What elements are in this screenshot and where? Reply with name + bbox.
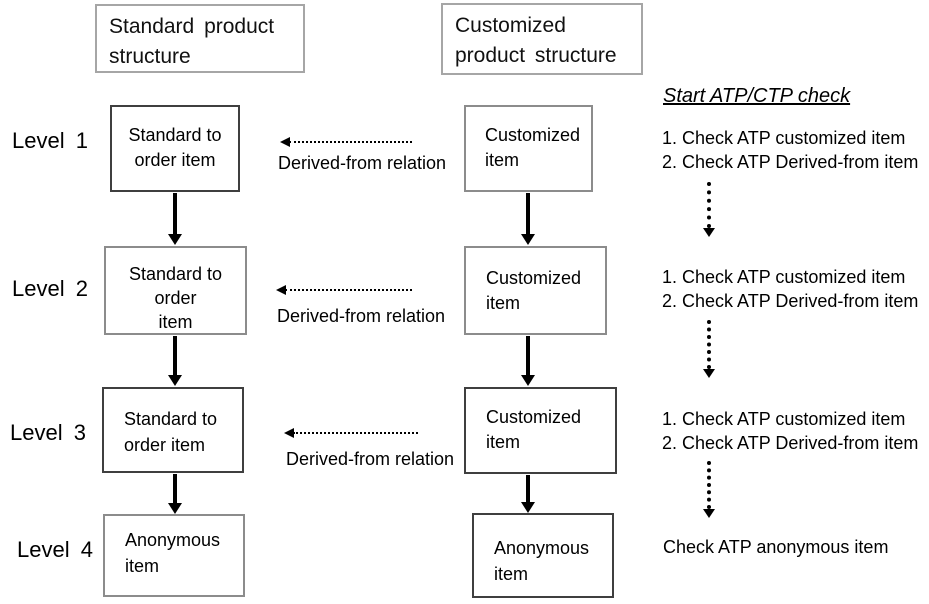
customized-column-down-arrow-3 — [521, 475, 535, 513]
customized-item-box-level-2: Customized item — [464, 246, 607, 335]
standard-structure-header-box: Standard product structure — [95, 4, 305, 73]
derived-from-label-3: Derived-from relation — [286, 449, 455, 469]
dotted-line — [289, 141, 412, 143]
standard-column-down-arrow-1 — [168, 193, 182, 245]
atp-step-2: 2. Check ATP Derived-from item — [662, 433, 919, 453]
standard-column-down-arrow-2 — [168, 336, 182, 386]
arrow-head-down-icon — [168, 234, 182, 245]
level-1-label: Level 1 — [12, 128, 88, 153]
customized-column-down-arrow-1 — [521, 193, 535, 245]
standard-column-down-arrow-3 — [168, 474, 182, 514]
arrow-head-down-icon — [703, 228, 715, 237]
atp-step-1: 1. Check ATP customized item — [662, 267, 906, 287]
arrow-head-down-icon — [703, 369, 715, 378]
customized-column-down-arrow-2 — [521, 336, 535, 386]
atp-flow-dotted-arrow-1 — [703, 182, 715, 237]
arrow-head-down-icon — [521, 375, 535, 386]
level-3-label: Level 3 — [10, 420, 86, 445]
customized-anonymous-box-level-4: Anonymous item — [472, 513, 614, 598]
customized-item-box-level-1: Customized item — [464, 105, 593, 192]
dotted-line — [707, 182, 711, 228]
dotted-line — [293, 432, 418, 434]
standard-item-box-level-2: Standard to order item — [104, 246, 247, 335]
atp-final-step: Check ATP anonymous item — [663, 537, 889, 557]
arrow-shaft — [173, 474, 177, 504]
atp-step-2: 2. Check ATP Derived-from item — [662, 152, 919, 172]
arrow-head-down-icon — [521, 234, 535, 245]
arrow-head-down-icon — [168, 503, 182, 514]
dotted-line — [285, 289, 412, 291]
arrow-head-left-icon — [284, 428, 294, 438]
arrow-head-left-icon — [276, 285, 286, 295]
level-4-label: Level 4 — [17, 537, 93, 562]
dotted-line — [707, 461, 711, 509]
standard-item-box-level-1: Standard to order item — [110, 105, 240, 192]
derived-from-label-1: Derived-from relation — [278, 153, 447, 173]
atp-flow-dotted-arrow-2 — [703, 320, 715, 378]
dotted-line — [707, 320, 711, 369]
derived-from-arrow-2 — [276, 284, 412, 296]
atp-step-2: 2. Check ATP Derived-from item — [662, 291, 919, 311]
atp-step-group-3: 1. Check ATP customized item 2. Check AT… — [662, 407, 918, 455]
atp-step-group-1: 1. Check ATP customized item 2. Check AT… — [662, 126, 918, 174]
derived-from-arrow-1 — [280, 136, 412, 148]
arrow-shaft — [526, 193, 530, 235]
atp-step-group-2: 1. Check ATP customized item 2. Check AT… — [662, 265, 918, 313]
standard-anonymous-box-level-4: Anonymous item — [103, 514, 245, 597]
customized-structure-header-box: Customized product structure — [441, 3, 643, 75]
atp-step-1: 1. Check ATP customized item — [662, 128, 906, 148]
arrow-shaft — [173, 336, 177, 376]
arrow-shaft — [526, 336, 530, 376]
standard-item-box-level-3: Standard to order item — [102, 387, 244, 473]
derived-from-arrow-3 — [284, 427, 418, 439]
arrow-head-down-icon — [703, 509, 715, 518]
derived-from-label-2: Derived-from relation — [277, 306, 446, 326]
atp-step-1: 1. Check ATP customized item — [662, 409, 906, 429]
atp-check-heading: Start ATP/CTP check — [663, 85, 851, 107]
customized-item-box-level-3: Customized item — [464, 387, 617, 474]
arrow-shaft — [526, 475, 530, 503]
atp-flow-dotted-arrow-3 — [703, 461, 715, 518]
arrow-head-left-icon — [280, 137, 290, 147]
arrow-head-down-icon — [168, 375, 182, 386]
arrow-shaft — [173, 193, 177, 235]
arrow-head-down-icon — [521, 502, 535, 513]
level-2-label: Level 2 — [12, 276, 88, 301]
